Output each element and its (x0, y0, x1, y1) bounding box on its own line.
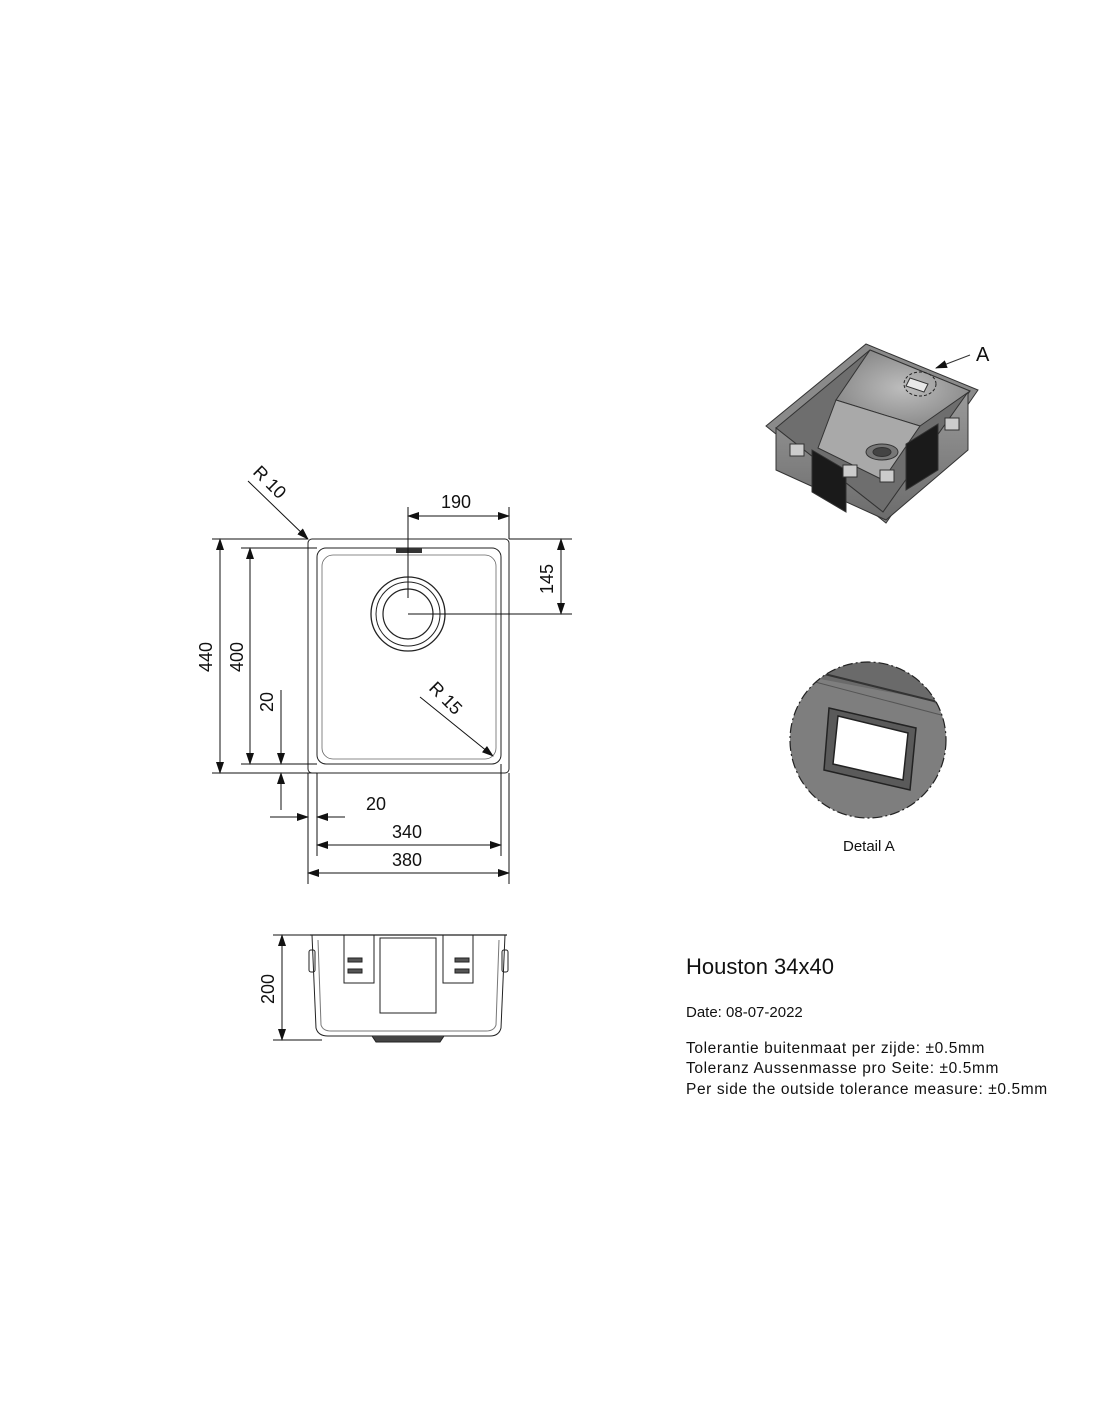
side-view (308, 934, 509, 1043)
tolerance-english: Per side the outside tolerance measure: … (686, 1081, 1048, 1098)
tolerance-dutch: Tolerantie buitenmaat per zijde: ±0.5mm (686, 1040, 985, 1057)
dim-r10: R 10 (249, 462, 290, 503)
sink-bowl-bottom (321, 554, 497, 760)
dim-20-horizontal: 20 (366, 794, 386, 814)
sink-inner-edge (316, 547, 502, 765)
dim-r15: R 15 (425, 678, 466, 719)
dim-200: 200 (258, 974, 278, 1004)
overflow-slot (396, 548, 422, 553)
dim-145: 145 (537, 564, 557, 594)
dim-190: 190 (441, 492, 471, 512)
detail-a-label: Detail A (843, 838, 895, 855)
product-title: Houston 34x40 (686, 954, 834, 979)
dim-400: 400 (227, 642, 247, 672)
drawing-date: Date: 08-07-2022 (686, 1004, 803, 1021)
detail-a-view (789, 661, 947, 819)
dim-20-vertical: 20 (257, 692, 277, 712)
dimension-lines (212, 480, 572, 1041)
tolerance-german: Toleranz Aussenmasse pro Seite: ±0.5mm (686, 1060, 1000, 1077)
dim-380: 380 (392, 850, 422, 870)
detail-a-marker: A (976, 344, 990, 366)
sink-3d-view (765, 343, 979, 524)
dim-340: 340 (392, 822, 422, 842)
dim-440: 440 (196, 642, 216, 672)
